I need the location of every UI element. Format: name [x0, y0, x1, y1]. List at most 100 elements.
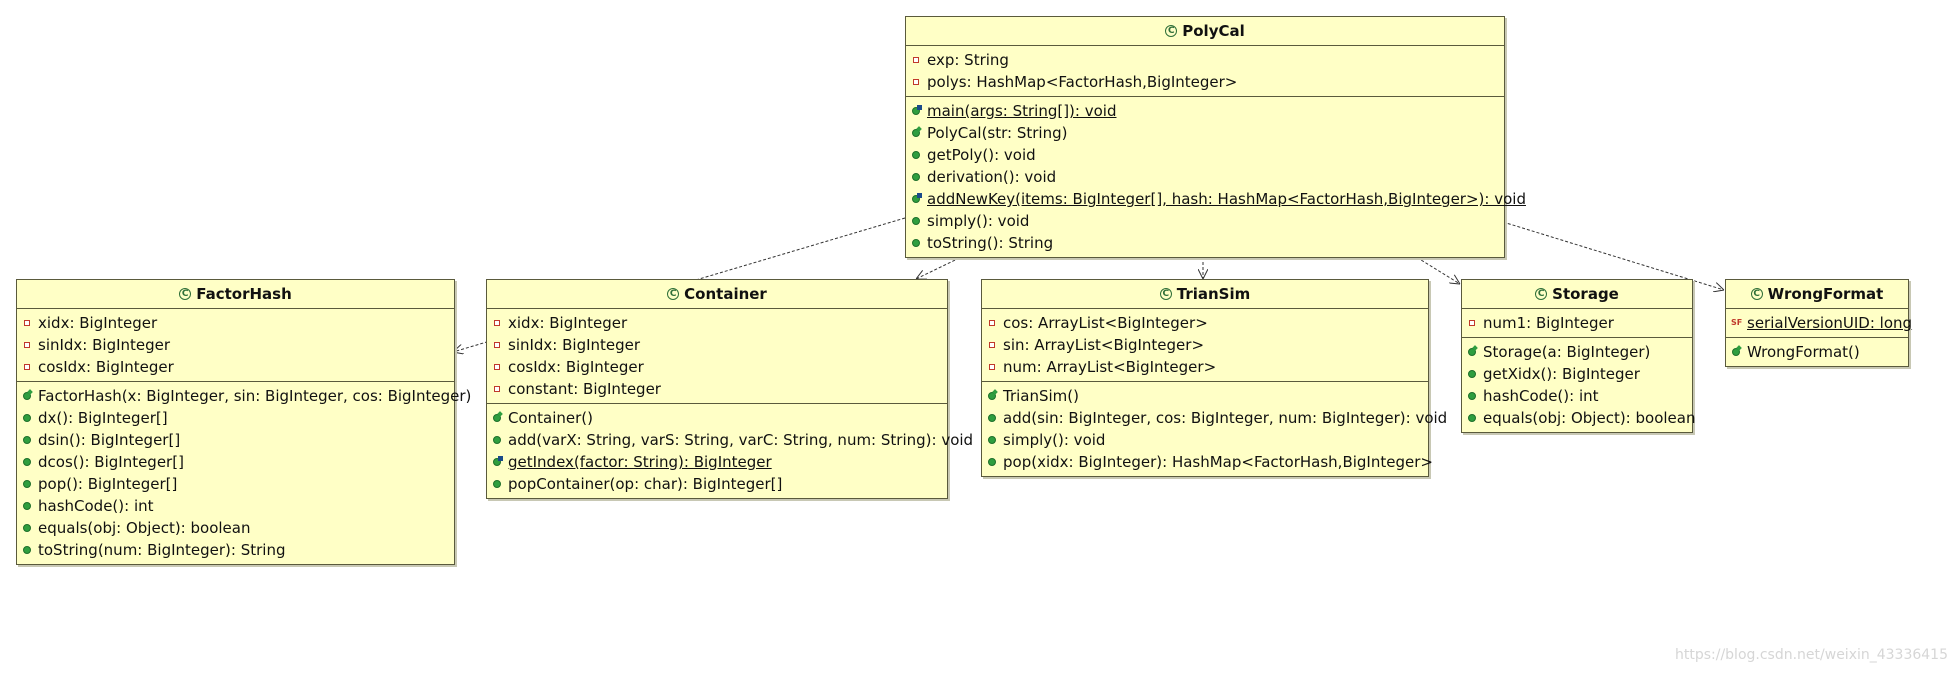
operation-row[interactable]: popContainer(op: char): BigInteger[] — [487, 473, 947, 495]
attribute-row[interactable]: xidx: BigInteger — [487, 312, 947, 334]
operation-row[interactable]: dcos(): BigInteger[] — [17, 451, 454, 473]
public-visibility-icon — [23, 480, 31, 488]
operation-text: getXidx(): BigInteger — [1483, 365, 1640, 383]
class-icon: C — [179, 288, 192, 300]
operation-row[interactable]: Storage(a: BigInteger) — [1462, 341, 1692, 363]
operation-row[interactable]: simply(): void — [982, 429, 1428, 451]
attributes-section: num1: BigInteger — [1462, 309, 1692, 337]
operation-text: WrongFormat() — [1747, 343, 1860, 361]
operation-text: dcos(): BigInteger[] — [38, 453, 184, 471]
class-icon: C — [1165, 25, 1178, 37]
operations-section: FactorHash(x: BigInteger, sin: BigIntege… — [17, 381, 471, 564]
operation-row[interactable]: TrianSim() — [982, 385, 1428, 407]
operation-text: hashCode(): int — [38, 497, 154, 515]
public-visibility-icon — [23, 502, 31, 510]
public-visibility-icon — [493, 436, 501, 444]
class-name: Storage — [1552, 285, 1619, 303]
public-visibility-icon — [493, 480, 501, 488]
attribute-text: xidx: BigInteger — [508, 314, 628, 332]
operation-row[interactable]: pop(xidx: BigInteger): HashMap<FactorHas… — [982, 451, 1433, 473]
operations-section: WrongFormat() — [1726, 337, 1908, 366]
operation-row[interactable]: PolyCal(str: String) — [906, 122, 1504, 144]
operation-row[interactable]: pop(): BigInteger[] — [17, 473, 454, 495]
attribute-row[interactable]: constant: BigInteger — [487, 378, 947, 400]
attribute-row[interactable]: xidx: BigInteger — [17, 312, 454, 334]
attribute-text: num: ArrayList<BigInteger> — [1003, 358, 1217, 376]
attribute-row[interactable]: exp: String — [906, 49, 1504, 71]
attribute-row[interactable]: num: ArrayList<BigInteger> — [982, 356, 1428, 378]
attribute-text: sin: ArrayList<BigInteger> — [1003, 336, 1205, 354]
operation-row[interactable]: dx(): BigInteger[] — [17, 407, 454, 429]
operation-row[interactable]: hashCode(): int — [17, 495, 454, 517]
operation-row[interactable]: equals(obj: Object): boolean — [17, 517, 454, 539]
operation-text: equals(obj: Object): boolean — [1483, 409, 1696, 427]
operation-row[interactable]: WrongFormat() — [1726, 341, 1908, 363]
attribute-row[interactable]: num1: BigInteger — [1462, 312, 1692, 334]
operation-row[interactable]: derivation(): void — [906, 166, 1504, 188]
attribute-row[interactable]: cos: ArrayList<BigInteger> — [982, 312, 1428, 334]
operations-section: Storage(a: BigInteger) getXidx(): BigInte… — [1462, 337, 1696, 432]
operation-row[interactable]: getIndex(factor: String): BigInteger — [487, 451, 947, 473]
attribute-row[interactable]: cosIdx: BigInteger — [487, 356, 947, 378]
operation-text: Container() — [508, 409, 594, 427]
ctor-visibility-icon — [23, 392, 31, 400]
operation-row[interactable]: FactorHash(x: BigInteger, sin: BigIntege… — [17, 385, 471, 407]
class-icon: C — [667, 288, 680, 300]
final-static-visibility-icon: SF — [1731, 318, 1743, 327]
attributes-section: cos: ArrayList<BigInteger> sin: ArrayList… — [982, 309, 1428, 381]
attribute-row[interactable]: cosIdx: BigInteger — [17, 356, 454, 378]
operation-row[interactable]: getXidx(): BigInteger — [1462, 363, 1692, 385]
operation-row[interactable]: getPoly(): void — [906, 144, 1504, 166]
attribute-row[interactable]: sinIdx: BigInteger — [17, 334, 454, 356]
public-visibility-icon — [988, 414, 996, 422]
attribute-row[interactable]: sin: ArrayList<BigInteger> — [982, 334, 1428, 356]
operation-row[interactable]: toString(): String — [906, 232, 1504, 254]
public-visibility-icon — [912, 217, 920, 225]
operation-row[interactable]: addNewKey(items: BigInteger[], hash: Has… — [906, 188, 1526, 210]
attribute-row[interactable]: polys: HashMap<FactorHash,BigInteger> — [906, 71, 1504, 93]
operation-row[interactable]: toString(num: BigInteger): String — [17, 539, 454, 561]
operation-row[interactable]: dsin(): BigInteger[] — [17, 429, 454, 451]
public-visibility-icon — [912, 151, 920, 159]
public-visibility-icon — [1468, 370, 1476, 378]
operation-row[interactable]: add(varX: String, varS: String, varC: St… — [487, 429, 973, 451]
ctor-visibility-icon — [493, 414, 501, 422]
operation-text: toString(num: BigInteger): String — [38, 541, 286, 559]
ctor-visibility-icon — [1732, 348, 1740, 356]
private-visibility-icon — [913, 79, 919, 85]
operation-row[interactable]: hashCode(): int — [1462, 385, 1692, 407]
private-visibility-icon — [989, 320, 995, 326]
public-visibility-icon — [23, 524, 31, 532]
operations-section: TrianSim()add(sin: BigInteger, cos: BigI… — [982, 381, 1447, 476]
watermark: https://blog.csdn.net/weixin_43336415 — [1674, 647, 1948, 663]
public-visibility-icon — [988, 436, 996, 444]
operation-text: derivation(): void — [927, 168, 1057, 186]
private-visibility-icon — [24, 342, 30, 348]
public-visibility-icon — [1468, 414, 1476, 422]
public-visibility-icon — [23, 546, 31, 554]
public-visibility-icon — [23, 458, 31, 466]
operation-text: add(varX: String, varS: String, varC: St… — [508, 431, 974, 449]
operation-text: PolyCal(str: String) — [927, 124, 1068, 142]
attribute-row[interactable]: sinIdx: BigInteger — [487, 334, 947, 356]
operation-row[interactable]: simply(): void — [906, 210, 1504, 232]
operation-row[interactable]: equals(obj: Object): boolean — [1462, 407, 1696, 429]
operation-row[interactable]: main(args: String[]): void — [906, 100, 1504, 122]
operation-row[interactable]: add(sin: BigInteger, cos: BigInteger, nu… — [982, 407, 1447, 429]
operation-text: Storage(a: BigInteger) — [1483, 343, 1651, 361]
ctor-visibility-icon — [912, 129, 920, 137]
operation-row[interactable]: Container() — [487, 407, 947, 429]
